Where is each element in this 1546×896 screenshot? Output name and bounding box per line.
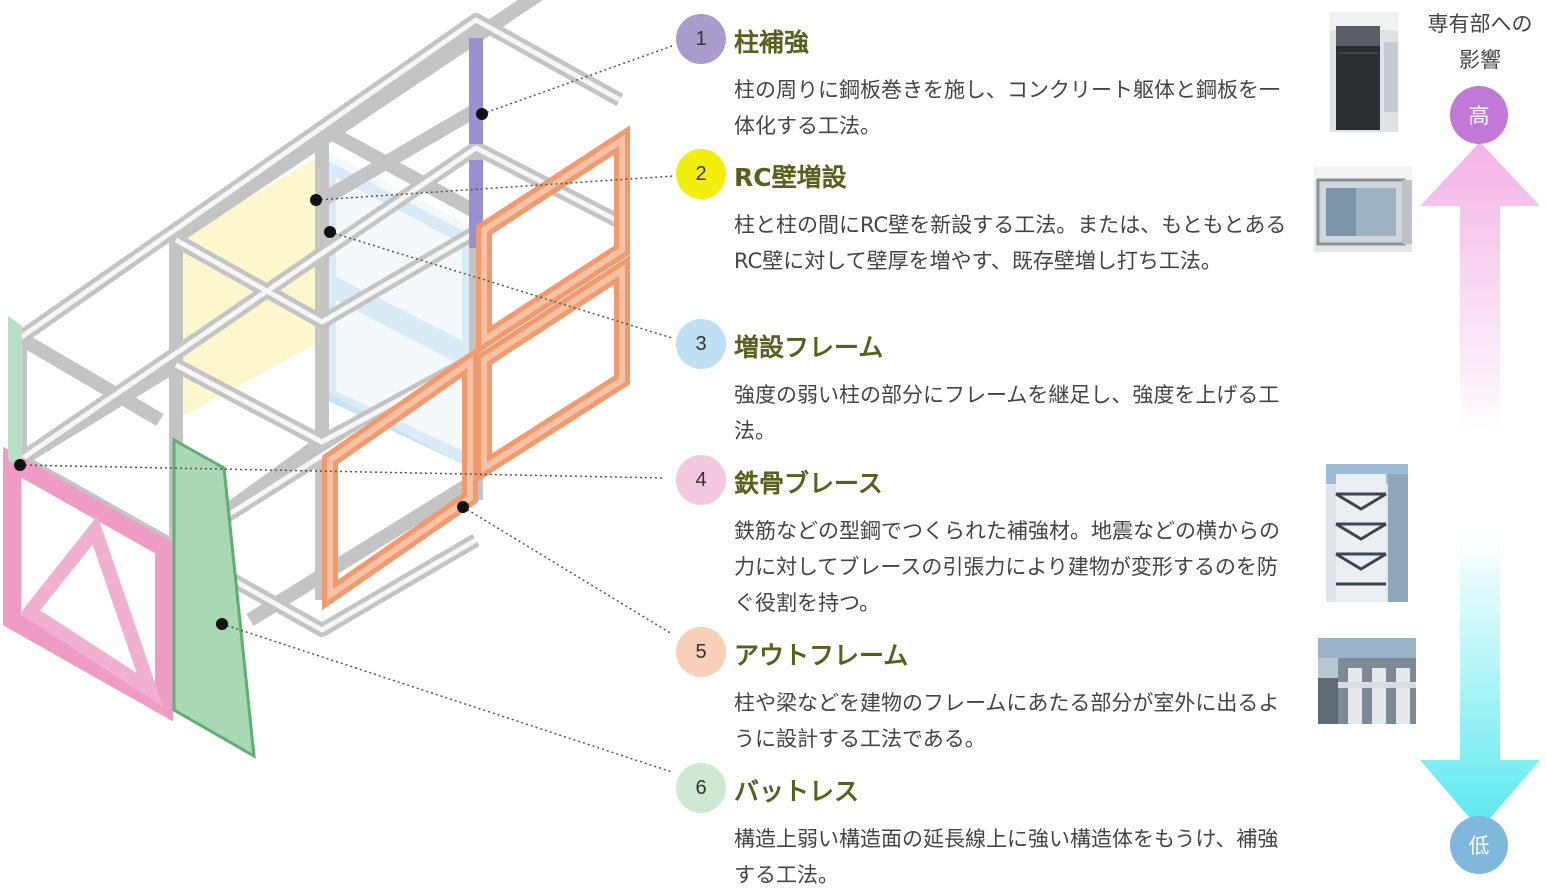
impact-high-badge: 高 bbox=[1450, 86, 1508, 144]
photo-out-frame bbox=[1318, 638, 1416, 724]
method-title-2: RC壁増設 bbox=[734, 163, 847, 192]
leader-dots bbox=[14, 108, 488, 630]
number-badge-3: 3 bbox=[676, 319, 726, 369]
steel-brace-pink bbox=[3, 446, 173, 722]
method-description-2: 柱と柱の間にRC壁を新設する工法。または、もともとあるRC壁に対して壁厚を増やす… bbox=[734, 213, 1287, 273]
method-description-4: 鉄筋などの型鋼でつくられた補強材。地震などの横からの力に対してブレースの引張力に… bbox=[734, 519, 1280, 615]
method-description-6: 構造上弱い構造面の延長線上に強い構造体をもうけ、補強する工法。 bbox=[734, 827, 1279, 887]
number-badge-6: 6 bbox=[676, 763, 726, 813]
method-description-5: 柱や梁などを建物のフレームにあたる部分が室外に出るように設計する工法である。 bbox=[734, 691, 1280, 751]
number-badge-5: 5 bbox=[676, 627, 726, 677]
photo-steel-brace bbox=[1326, 464, 1408, 602]
method-description-3: 強度の弱い柱の部分にフレームを継足し、強度を上げる工法。 bbox=[734, 383, 1280, 443]
column-reinforcement-purple bbox=[469, 38, 483, 248]
impact-arrow bbox=[1420, 142, 1540, 830]
photo-column-reinforcement bbox=[1330, 12, 1398, 132]
impact-low-badge: 低 bbox=[1450, 816, 1508, 874]
method-title-4: 鉄骨ブレース bbox=[734, 469, 883, 498]
photo-rc-wall bbox=[1314, 166, 1412, 252]
leader-lines bbox=[19, 45, 675, 773]
building-reinforcement-diagram bbox=[3, 0, 675, 773]
method-title-6: バットレス bbox=[734, 777, 860, 806]
impact-label: 専有部への影響 bbox=[1427, 12, 1533, 72]
method-title-5: アウトフレーム bbox=[734, 641, 909, 670]
method-title-3: 増設フレーム bbox=[734, 333, 884, 362]
method-description-1: 柱の周りに鋼板巻きを施し、コンクリート躯体と鋼板を一体化する工法。 bbox=[734, 78, 1280, 138]
buttress-green bbox=[8, 316, 256, 759]
number-badge-4: 4 bbox=[676, 455, 726, 505]
number-badge-1: 1 bbox=[676, 14, 726, 64]
method-title-1: 柱補強 bbox=[734, 28, 810, 57]
number-badge-2: 2 bbox=[676, 149, 726, 199]
